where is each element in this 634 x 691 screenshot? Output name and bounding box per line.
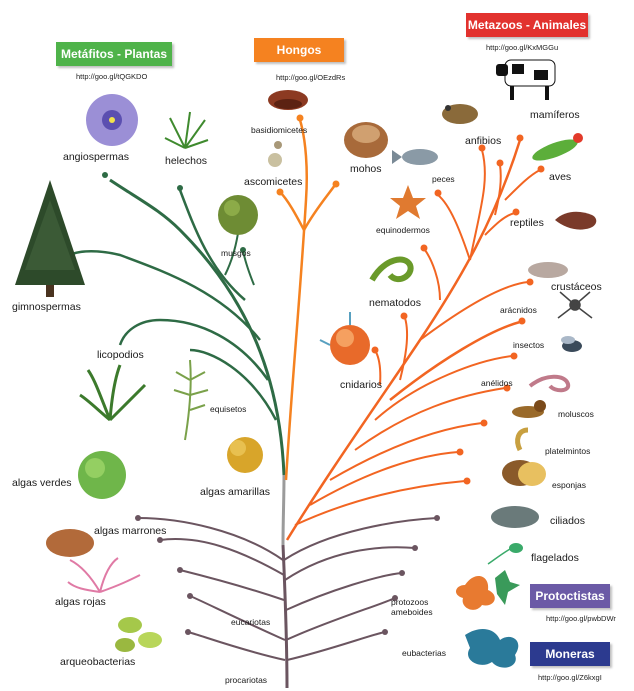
- label-aves: aves: [549, 172, 571, 184]
- label-algas-verdes: algas verdes: [12, 478, 72, 490]
- fish-icon: [392, 149, 438, 165]
- label-eucariotas: eucariotas: [231, 618, 270, 627]
- pansy-icon: [86, 94, 138, 146]
- hongos-banner: Hongos: [254, 38, 344, 62]
- moneras-url[interactable]: http://goo.gl/Z6kxgI: [538, 673, 602, 682]
- flatworm-icon: [518, 430, 528, 450]
- label-moluscos: moluscos: [558, 410, 594, 419]
- animales-banner: Metazoos - Animales: [466, 13, 588, 37]
- label-reptiles: reptiles: [510, 218, 544, 230]
- mushroom-icon: [268, 90, 308, 110]
- label-algas-amarillas: algas amarillas: [200, 487, 270, 499]
- label-mamiferos: mamíferos: [530, 110, 580, 122]
- label-nematodos: nematodos: [369, 298, 421, 310]
- label-esponjas: esponjas: [552, 481, 586, 490]
- label-mohos: mohos: [350, 164, 382, 176]
- starfish-icon: [390, 185, 426, 219]
- earthworm-icon: [530, 377, 568, 391]
- label-anelidos: anélidos: [481, 379, 513, 388]
- label-basidiomicetes: basidiomicetes: [251, 126, 307, 135]
- label-flagelados: flagelados: [531, 553, 579, 565]
- label-equisetos: equisetos: [210, 405, 246, 414]
- hongos-url[interactable]: http://goo.gl/OEzdRs: [276, 73, 345, 82]
- animales-url[interactable]: http://goo.gl/KxMGGu: [486, 43, 558, 52]
- archaea-icon: [115, 617, 162, 652]
- label-arqueobacterias: arqueobacterias: [60, 657, 135, 669]
- label-procariotas: procariotas: [225, 676, 267, 685]
- trunk-segment: [283, 475, 284, 545]
- lycopod-icon: [80, 365, 145, 420]
- flagellate-icon: [488, 543, 523, 564]
- label-licopodios: licopodios: [97, 350, 144, 362]
- ciliate-icon: [491, 506, 539, 528]
- pine-tree-icon: [15, 180, 85, 297]
- parrot-icon: [530, 133, 583, 165]
- moneras-banner: Moneras: [530, 642, 610, 666]
- cow-icon: [496, 60, 555, 100]
- label-peces: peces: [432, 175, 455, 184]
- label-aracnidos: arácnidos: [500, 306, 537, 315]
- label-insectos: insectos: [513, 341, 544, 350]
- protoctistas-url[interactable]: http://goo.gl/pwbDWr: [546, 614, 616, 623]
- ascomycete-icon: [268, 141, 282, 167]
- label-anfibios: anfibios: [465, 136, 501, 148]
- frog-icon: [442, 104, 478, 124]
- label-crustaceos: crustáceos: [551, 282, 602, 294]
- label-cnidarios: cnidarios: [340, 380, 382, 392]
- yellow-algae-icon: [227, 437, 263, 473]
- label-ciliados: ciliados: [550, 516, 585, 528]
- sponge-icon: [502, 460, 546, 486]
- spider-icon: [558, 292, 592, 318]
- nematode-icon: [372, 260, 411, 280]
- label-helechos: helechos: [165, 156, 207, 168]
- label-protozoos-ameboides: protozoos ameboides: [391, 598, 433, 618]
- green-algae-icon: [78, 451, 126, 499]
- red-algae-icon: [68, 558, 140, 592]
- plantas-url[interactable]: http://goo.gl/tQGKDO: [76, 72, 147, 81]
- label-eubacterias: eubacterias: [402, 649, 446, 658]
- mold-icon: [344, 122, 388, 158]
- label-algas-marrones: algas marrones: [94, 526, 166, 538]
- snail-icon: [512, 400, 546, 418]
- fly-icon: [561, 336, 582, 352]
- label-musgos: musgos: [221, 249, 251, 258]
- label-platelmintos: platelmintos: [545, 447, 590, 456]
- fungi-branches: [280, 120, 335, 480]
- label-gimnospermas: gimnospermas: [12, 302, 81, 314]
- label-algas-rojas: algas rojas: [55, 597, 106, 609]
- jellyfish-icon: [320, 312, 370, 365]
- label-angiospermas: angiospermas: [63, 152, 129, 164]
- protoctistas-banner: Protoctistas: [530, 584, 610, 608]
- amoeba-icon: [456, 570, 520, 610]
- lizard-icon: [555, 212, 596, 230]
- label-ascomicetes: ascomicetes: [244, 177, 302, 189]
- shrimp-icon: [528, 262, 568, 278]
- label-equinodermos: equinodermos: [376, 226, 430, 235]
- horsetail-icon: [174, 360, 208, 440]
- plantas-banner: Metáfitos - Plantas: [56, 42, 172, 66]
- moss-icon: [218, 195, 258, 235]
- brown-algae-icon: [46, 529, 94, 557]
- eubacteria-icon: [465, 629, 518, 668]
- fern-icon: [165, 112, 208, 148]
